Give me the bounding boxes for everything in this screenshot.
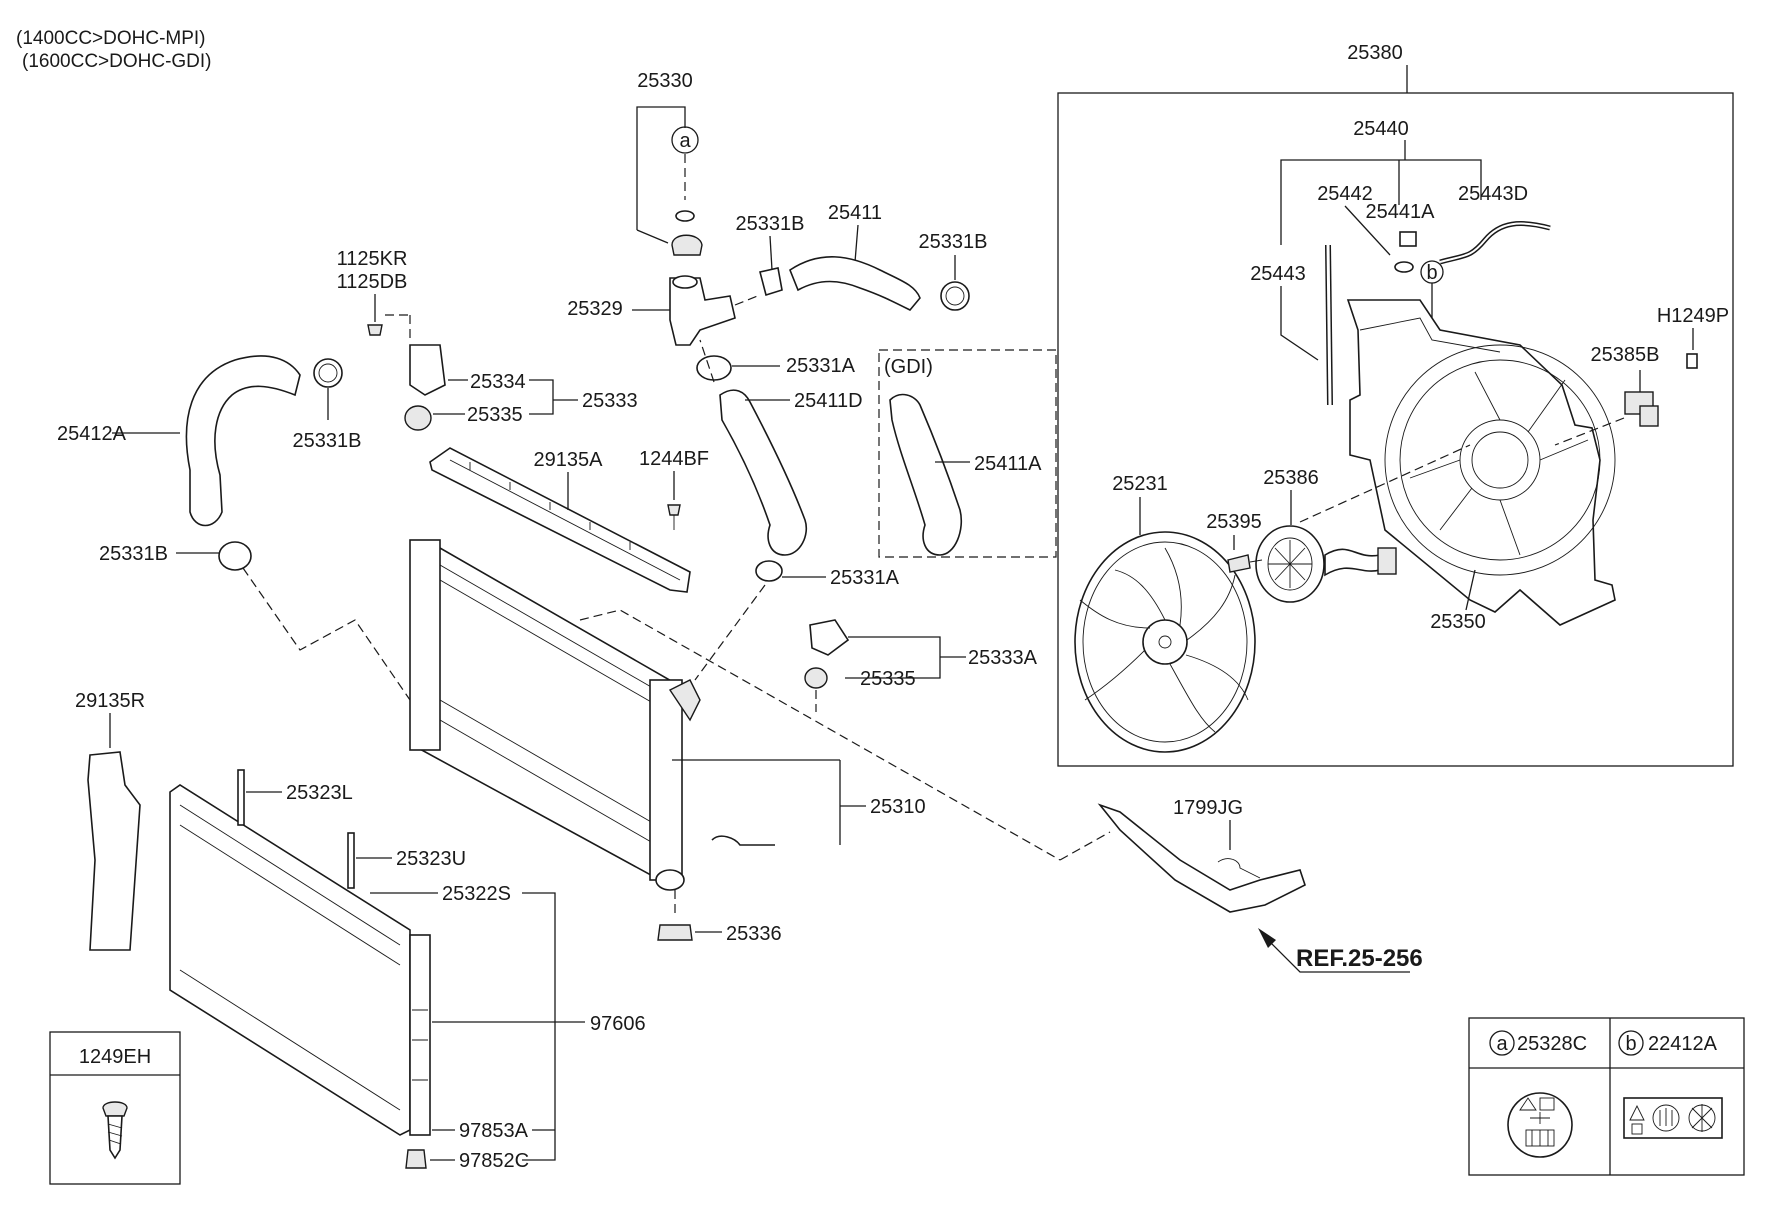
mount-bracket-lower — [809, 619, 850, 656]
engine-note-mpi: (1400CC>DOHC-MPI) — [16, 28, 206, 49]
upper-hose-25411 — [789, 256, 921, 311]
label-25440: 25440 — [1353, 118, 1409, 140]
label-25395: 25395 — [1206, 511, 1262, 533]
filler-neck-group: 25330 a 25329 25331B 25411 25331B 25331A — [567, 70, 1057, 558]
label-25310: 25310 — [870, 796, 926, 818]
caution-label-icon — [1623, 1097, 1723, 1139]
label-25411: 25411 — [828, 202, 882, 224]
label-25333A: 25333A — [968, 647, 1038, 669]
bolt-icon — [102, 1101, 128, 1160]
oil-cooler-pipe — [1097, 803, 1306, 913]
air-guard-29135R — [87, 751, 141, 951]
gdi-box — [878, 349, 1057, 558]
radiator-core — [417, 547, 681, 881]
legend-part-a: 25328C — [1517, 1033, 1587, 1055]
air-guard-group: 29135A 1244BF — [429, 447, 709, 593]
label-25443: 25443 — [1250, 263, 1306, 285]
fan-assembly-box — [1057, 92, 1734, 767]
label-97853A: 97853A — [459, 1120, 529, 1142]
label-25322S: 25322S — [442, 883, 511, 905]
label-25333: 25333 — [582, 390, 638, 412]
label-25441A: 25441A — [1366, 201, 1436, 223]
label-1799JG: 1799JG — [1173, 797, 1243, 819]
label-29135R: 29135R — [75, 690, 145, 712]
label-25412A: 25412A — [57, 423, 127, 445]
label-25442: 25442 — [1317, 183, 1373, 205]
label-1125DB: 1125DB — [337, 271, 408, 293]
label-25386: 25386 — [1263, 467, 1319, 489]
ref-label: REF.25-256 — [1296, 945, 1423, 972]
label-25331A-mid: 25331A — [830, 567, 900, 589]
radiator-group: 25310 1799JG REF.25-256 25331A 25333A 25… — [409, 539, 1423, 973]
radiator-right-tank — [649, 679, 683, 881]
engine-note-gdi: (1600CC>DOHC-GDI) — [22, 51, 212, 72]
condenser-group: 29135R 25323L 25323U 25322S 97606 97853A… — [75, 690, 646, 1172]
label-25231: 25231 — [1112, 473, 1168, 495]
legend-marker-b: b — [1625, 1033, 1636, 1055]
label-25323L: 25323L — [286, 782, 353, 804]
upper-left-group: 1125KR 1125DB 25334 25333 25335 25412A 2… — [57, 248, 638, 701]
lower-insulator — [657, 924, 693, 941]
inset-bolt-label: 1249EH — [79, 1046, 151, 1068]
condenser-core — [169, 784, 411, 1136]
label-25335-mid: 25335 — [860, 668, 916, 690]
gdi-note: (GDI) — [884, 356, 933, 378]
label-25331B-lower: 25331B — [99, 543, 168, 565]
hose-25411A — [889, 393, 962, 556]
legend-marker-a: a — [1496, 1033, 1508, 1055]
label-25336: 25336 — [726, 923, 782, 945]
label-25331B-top: 25331B — [736, 213, 805, 235]
warning-label-icon — [1507, 1092, 1573, 1158]
receiver-drier — [409, 934, 431, 1136]
label-H1249P: H1249P — [1657, 305, 1729, 327]
label-25331B-left: 25331B — [293, 430, 362, 452]
fan-assembly-group: 25380 25440 25442 25441A 25443D 25443 b — [1057, 42, 1734, 767]
label-29135A: 29135A — [534, 449, 604, 471]
marker-a-text: a — [679, 130, 691, 152]
lower-hose-25411D — [719, 389, 807, 556]
label-25330: 25330 — [637, 70, 693, 92]
label-25329: 25329 — [567, 298, 623, 320]
label-25385B: 25385B — [1591, 344, 1660, 366]
label-25335-top: 25335 — [467, 404, 523, 426]
label-25443D: 25443D — [1458, 183, 1528, 205]
label-1125KR: 1125KR — [337, 248, 408, 270]
marker-a-callout — [671, 126, 699, 154]
label-25411A: 25411A — [974, 453, 1042, 475]
filler-neck — [669, 277, 736, 346]
label-25331B-right: 25331B — [919, 231, 988, 253]
marker-b-text: b — [1426, 262, 1437, 284]
label-25380: 25380 — [1347, 42, 1403, 64]
air-guard-29135A — [429, 447, 691, 593]
label-25334: 25334 — [470, 371, 526, 393]
upper-hose-25412A — [185, 355, 301, 527]
label-25350: 25350 — [1430, 611, 1486, 633]
label-25411D: 25411D — [794, 390, 863, 412]
label-1244BF: 1244BF — [639, 448, 709, 470]
radiator-cap — [671, 234, 703, 256]
label-25331A-top: 25331A — [786, 355, 856, 377]
fan-shroud — [1346, 299, 1616, 626]
ref-leader — [1267, 939, 1410, 973]
inset-bolt-box: 1249EH — [49, 1031, 181, 1185]
label-97852C: 97852C — [459, 1150, 529, 1172]
label-25323U: 25323U — [396, 848, 466, 870]
legend-box: a 25328C b 22412A — [1468, 1017, 1745, 1176]
bolt-icon — [367, 324, 383, 336]
radiator-left-tank — [409, 539, 441, 751]
label-97606: 97606 — [590, 1013, 646, 1035]
mount-bracket — [409, 344, 446, 396]
legend-part-b: 22412A — [1648, 1033, 1718, 1055]
